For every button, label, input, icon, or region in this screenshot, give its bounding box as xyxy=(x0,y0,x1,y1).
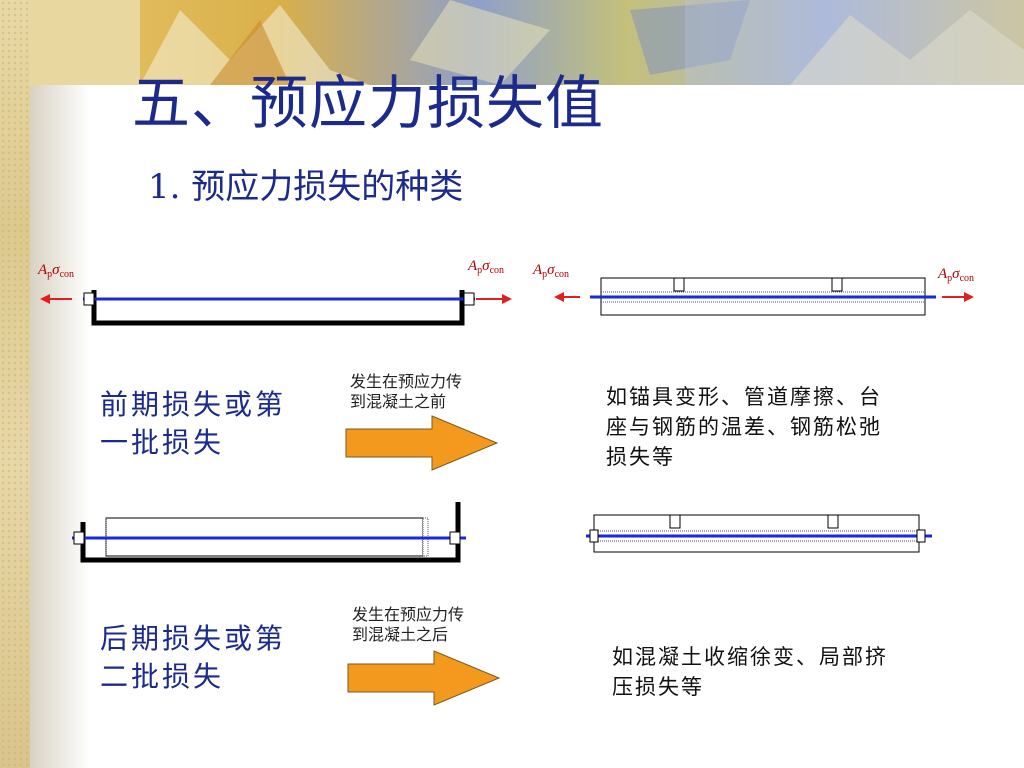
stage1-examples: 如锚具变形、管道摩擦、台 座与钢筋的温差、钢筋松弛 损失等 xyxy=(606,385,882,469)
force-arrow-right xyxy=(502,294,512,304)
stage1-block-arrow xyxy=(345,415,499,471)
pretension-bed-frame xyxy=(91,290,465,326)
anchor-right xyxy=(916,529,926,543)
pretension-bed-released-diagram xyxy=(72,502,466,563)
grout-hole-right xyxy=(831,277,843,292)
posttension-beam-diagram xyxy=(554,277,974,316)
stage1-arrow-note: 发生在预应力传 到混凝土之前 xyxy=(350,372,463,411)
anchor-left xyxy=(83,292,95,306)
force-label-right: Apσcon xyxy=(468,258,505,276)
grout-hole-left xyxy=(669,514,681,529)
anchor-right xyxy=(463,292,475,306)
force-label-beam-right: Apσcon xyxy=(938,266,975,284)
force-arrow-left xyxy=(554,292,564,302)
stage1-heading: 前期损失或第 一批损失 xyxy=(100,388,287,459)
decorative-banner xyxy=(30,0,1024,85)
stage2-examples: 如混凝土收缩徐变、局部挤 压损失等 xyxy=(612,645,888,699)
force-label-beam-left: Apσcon xyxy=(533,262,570,280)
force-arrow-left xyxy=(40,294,50,304)
page-title: 五、预应力损失值 xyxy=(132,69,605,137)
anchor-left xyxy=(73,531,85,545)
anchor-left xyxy=(589,529,599,543)
stage2-heading: 后期损失或第 二批损失 xyxy=(100,622,287,693)
pretension-bed-diagram xyxy=(40,290,512,326)
beam-outline xyxy=(593,514,920,553)
section-subtitle: 1. 预应力损失的种类 xyxy=(148,167,464,207)
background-texture-dots xyxy=(0,0,30,768)
stage2-arrow-note: 发生在预应力传 到混凝土之后 xyxy=(352,605,465,644)
force-label-left: Apσcon xyxy=(38,262,75,280)
stage2-block-arrow xyxy=(347,650,501,706)
posttension-beam-transferred-diagram xyxy=(586,514,932,553)
force-arrow-right xyxy=(964,292,974,302)
grout-hole-left xyxy=(673,277,685,292)
grout-hole-right xyxy=(827,514,839,529)
anchor-right xyxy=(449,531,461,545)
background-shade xyxy=(30,0,90,768)
